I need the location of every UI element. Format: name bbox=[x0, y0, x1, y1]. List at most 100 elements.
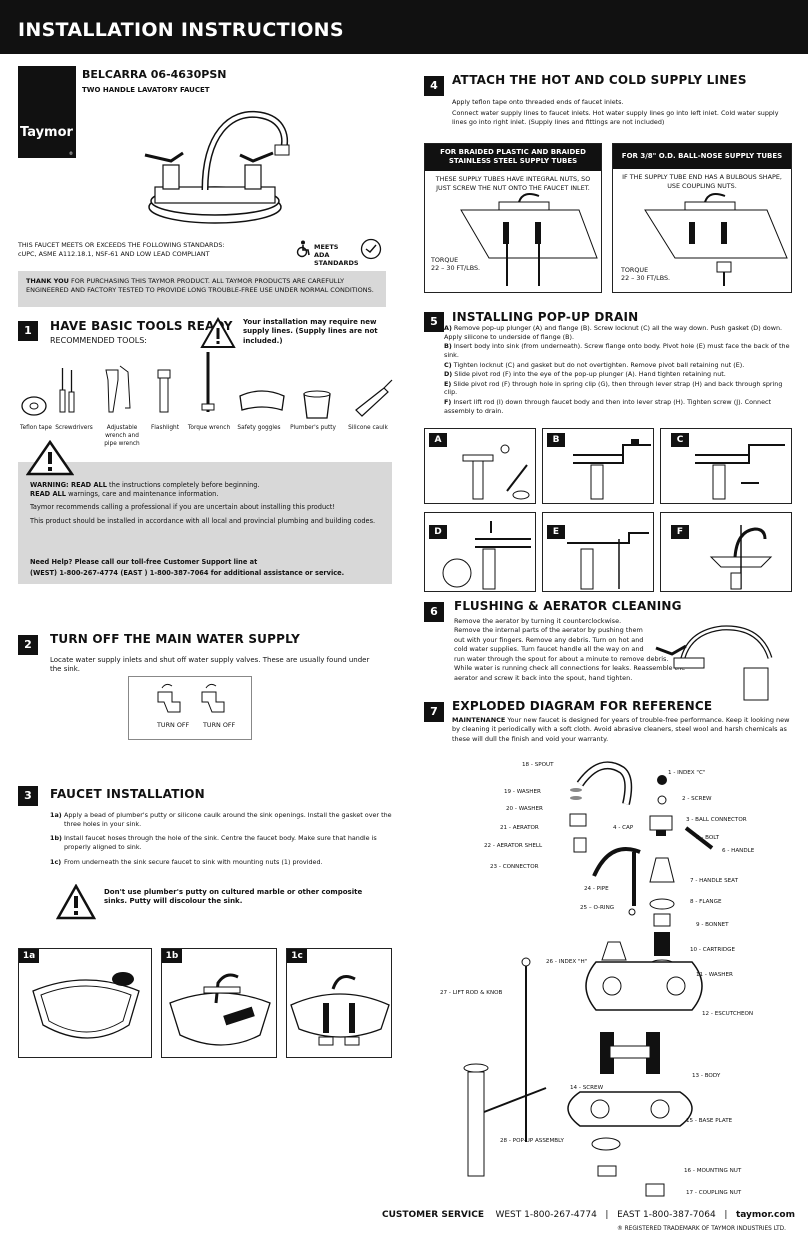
warning-line1-bold: WARNING: READ ALL bbox=[30, 481, 107, 489]
drain-panel-a: A bbox=[424, 428, 536, 504]
torque-value-left: 22 – 30 FT/LBS. bbox=[431, 264, 481, 272]
drain-step-c-illustration bbox=[695, 444, 785, 500]
part-label-1: 1 - INDEX "C" bbox=[668, 770, 706, 776]
braided-supply-illustration bbox=[460, 193, 598, 286]
tool-label-torque-wrench: Torque wrench bbox=[187, 425, 231, 431]
warning-line4: This product should be installed in acco… bbox=[30, 517, 376, 525]
step-1c-id: 1c) bbox=[50, 858, 62, 866]
drain-step-a-illustration bbox=[462, 444, 530, 500]
torque-label-right: TORQUE bbox=[621, 266, 649, 274]
standards-line2: cUPC, ASME A112.18.1, NSF-61 AND LOW LEA… bbox=[18, 250, 210, 258]
panel-1b-label: 1b bbox=[162, 949, 182, 963]
part-label-9: 9 - BONNET bbox=[696, 922, 729, 928]
warning-line1-text: the instructions completely before begin… bbox=[106, 481, 260, 489]
thank-you-bold: THANK YOU bbox=[26, 277, 69, 285]
warning-box bbox=[18, 462, 392, 584]
mounting-nut-illustration bbox=[290, 975, 390, 1046]
valve-illustration bbox=[157, 683, 225, 713]
step-3-title: FAUCET INSTALLATION bbox=[50, 787, 205, 801]
step-5-item-b: B) Insert body into sink (from underneat… bbox=[444, 342, 790, 359]
maintenance-body: Your new faucet is designed for years of… bbox=[452, 716, 790, 743]
part-label-2: 2 - SCREW bbox=[682, 796, 712, 802]
part-label-5: 5 - BOLT bbox=[696, 835, 720, 841]
step-5-item-e: E) Slide pivot rod (F) through hole in s… bbox=[444, 379, 783, 397]
exploded-diagram bbox=[463, 761, 714, 1197]
step-6-number: 6 bbox=[424, 602, 444, 622]
part-label-17: 17 - COUPLING NUT bbox=[686, 1190, 742, 1196]
part-label-4: 4 - CAP bbox=[613, 825, 634, 831]
step-1b-id: 1b) bbox=[50, 834, 62, 842]
part-label-23: 23 - CONNECTOR bbox=[490, 864, 539, 870]
ballnose-supply-heading: FOR 3/8" O.D. BALL-NOSE SUPPLY TUBES bbox=[613, 144, 791, 170]
help-line1: Need Help? Please call our toll-free Cus… bbox=[30, 558, 258, 566]
product-subtitle: TWO HANDLE LAVATORY FAUCET bbox=[82, 86, 210, 94]
part-label-3: 3 - BALL CONNECTOR bbox=[686, 817, 747, 823]
step-4-text1: Apply teflon tape onto threaded ends of … bbox=[452, 98, 624, 106]
part-label-15: 15 - BASE PLATE bbox=[686, 1118, 733, 1124]
step-5-item-c: C) Tighten locknut (C) and gasket but do… bbox=[444, 360, 745, 369]
west-phone: WEST 1-800-267-4774 bbox=[495, 1210, 597, 1220]
wheelchair-icon bbox=[296, 240, 310, 258]
drain-step-e-illustration bbox=[567, 532, 649, 590]
sink-gasket-illustration bbox=[32, 972, 140, 1039]
panel-1a-label: 1a bbox=[19, 949, 39, 963]
step-6-line: run water through the spout for about a … bbox=[454, 654, 669, 663]
part-label-10: 10 - CARTRIDGE bbox=[690, 947, 736, 953]
website-link[interactable]: taymor.com bbox=[735, 1210, 795, 1220]
putty-caution: Don't use plumber's putty on cultured ma… bbox=[104, 888, 363, 906]
part-label-13: 13 - BODY bbox=[692, 1073, 721, 1079]
step-1b-text: Install faucet hoses through the hole of… bbox=[64, 834, 377, 851]
torque-value-right: 22 – 30 FT/LBS. bbox=[621, 274, 671, 282]
step-5-list: A) Remove pop-up plunger (A) and flange … bbox=[444, 324, 794, 416]
step-1c-text: From underneath the sink secure faucet t… bbox=[64, 858, 323, 866]
step-2-text: Locate water supply inlets and shut off … bbox=[50, 656, 370, 674]
part-label-7: 7 - HANDLE SEAT bbox=[690, 878, 738, 884]
part-label-12: 12 - ESCUTCHEON bbox=[702, 1011, 754, 1017]
tool-label-screwdrivers: Screwdrivers bbox=[55, 425, 93, 431]
drain-panel-b-label: B bbox=[547, 433, 565, 447]
standards-line1: THIS FAUCET MEETS OR EXCEEDS THE FOLLOWI… bbox=[18, 241, 225, 249]
tools-illustration bbox=[21, 352, 393, 419]
drain-panel-c-label: C bbox=[671, 433, 689, 447]
drain-panel-d: D bbox=[424, 512, 536, 592]
warning-line3: Taymor recommends calling a professional… bbox=[30, 503, 336, 511]
part-label-19: 19 - WASHER bbox=[504, 789, 541, 795]
tool-label-plumbers-putty: Plumber's putty bbox=[290, 425, 336, 431]
maintenance-bold: MAINTENANCE bbox=[452, 716, 506, 724]
part-label-11: 11 - WASHER bbox=[696, 972, 733, 978]
header-bar: INSTALLATION INSTRUCTIONS bbox=[0, 0, 808, 54]
thank-you-text: FOR PURCHASING THIS TAYMOR PRODUCT. ALL … bbox=[26, 277, 374, 294]
drain-panel-c: C bbox=[660, 428, 792, 504]
step-6-line: Remove the internal parts of the aerator… bbox=[454, 626, 643, 635]
step-7-title: EXPLODED DIAGRAM FOR REFERENCE bbox=[452, 699, 713, 713]
step-6-line: While water is running check all connect… bbox=[454, 664, 686, 673]
supply-lines-note: Your installation may require new supply… bbox=[243, 318, 378, 345]
tool-label-wrench: Adjustable wrench and pipe wrench bbox=[104, 425, 140, 447]
part-label-6: 6 - HANDLE bbox=[722, 848, 755, 854]
step-6-line: aerator and screw it back into the spout… bbox=[454, 673, 633, 682]
part-label-28: 28 - POP-UP ASSEMBLY bbox=[500, 1138, 564, 1144]
step-6-line: out with your fingers. Remove any debris… bbox=[454, 635, 644, 644]
customer-service-label: CUSTOMER SERVICE bbox=[382, 1210, 484, 1220]
taymor-logo: Taymor ® bbox=[18, 66, 76, 158]
tool-label-flashlight: Flashlight bbox=[150, 425, 180, 431]
drain-panel-e-label: E bbox=[547, 525, 565, 539]
drain-step-b-illustration bbox=[573, 439, 651, 500]
part-label-20: 20 - WASHER bbox=[506, 806, 543, 812]
logo-trademark: ® bbox=[69, 150, 73, 156]
tool-label-safety-goggles: Safety goggles bbox=[237, 425, 281, 431]
step-5-item-f: F) Insert lift rod (I) down through fauc… bbox=[444, 398, 772, 415]
drain-panel-f: F bbox=[660, 512, 792, 592]
part-label-18: 18 - SPOUT bbox=[522, 762, 554, 768]
step-1a-id: 1a) bbox=[50, 811, 62, 819]
part-label-27: 27 - LIFT ROD & KNOB bbox=[440, 990, 503, 996]
maintenance-text: MAINTENANCE Your new faucet is designed … bbox=[452, 716, 792, 744]
warning-line1: WARNING: READ ALL the instructions compl… bbox=[30, 481, 260, 490]
valve-label-1: TURN OFF bbox=[157, 721, 190, 729]
step-1-number: 1 bbox=[18, 321, 38, 341]
ballnose-supply-text: IF THE SUPPLY TUBE END HAS A BULBOUS SHA… bbox=[622, 173, 782, 191]
step-4-number: 4 bbox=[424, 76, 444, 96]
braided-supply-heading: FOR BRAIDED PLASTIC AND BRAIDED STAINLES… bbox=[425, 144, 601, 171]
aerator-faucet-illustration bbox=[655, 625, 773, 701]
step-1a-text: Apply a bead of plumber's putty or silic… bbox=[64, 811, 392, 828]
